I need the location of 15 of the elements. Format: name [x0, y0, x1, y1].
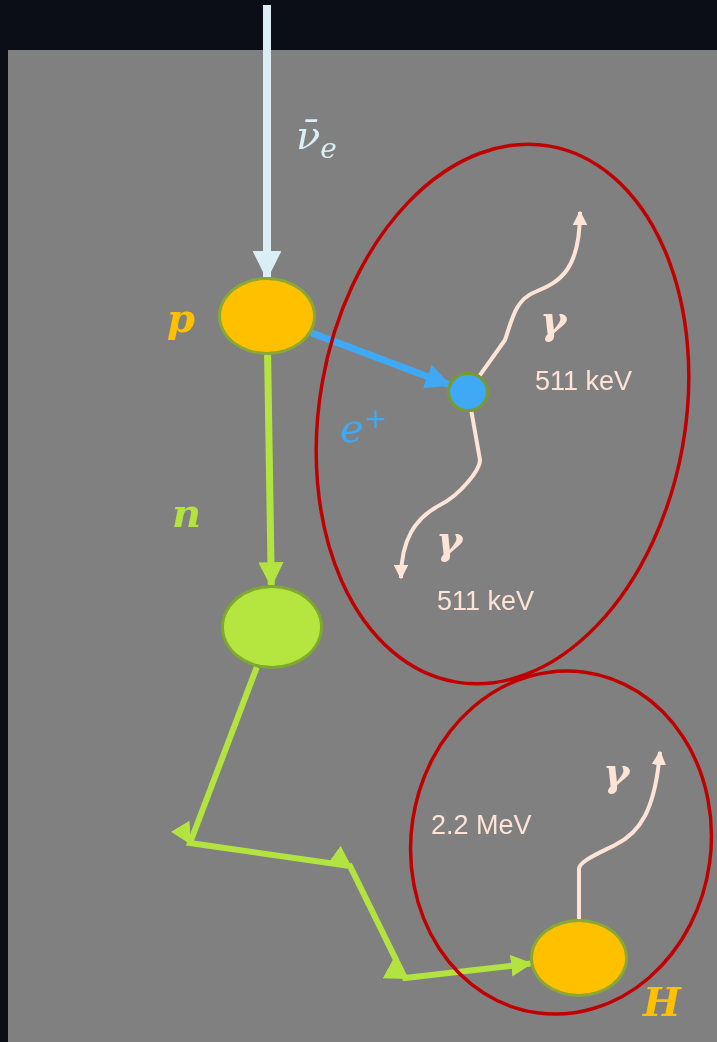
energy-label: 511 keV	[535, 368, 633, 395]
energy-label: 511 keV	[437, 588, 535, 615]
edge-label: e$^{+}$	[340, 405, 388, 449]
arrow	[394, 411, 482, 580]
edge-label: γ	[436, 520, 463, 560]
edge-label: γ	[540, 300, 567, 340]
arrow	[478, 210, 587, 377]
energy-label: 2.2 MeV	[431, 812, 532, 839]
arrow	[577, 750, 666, 919]
particle-symbol: p	[167, 298, 195, 338]
particle-symbol: H	[643, 982, 681, 1022]
arrow	[171, 666, 531, 982]
edge-label: n	[172, 493, 202, 533]
edge-label: ν̄$_{e}$	[296, 115, 337, 163]
edge-label: γ	[603, 752, 630, 792]
